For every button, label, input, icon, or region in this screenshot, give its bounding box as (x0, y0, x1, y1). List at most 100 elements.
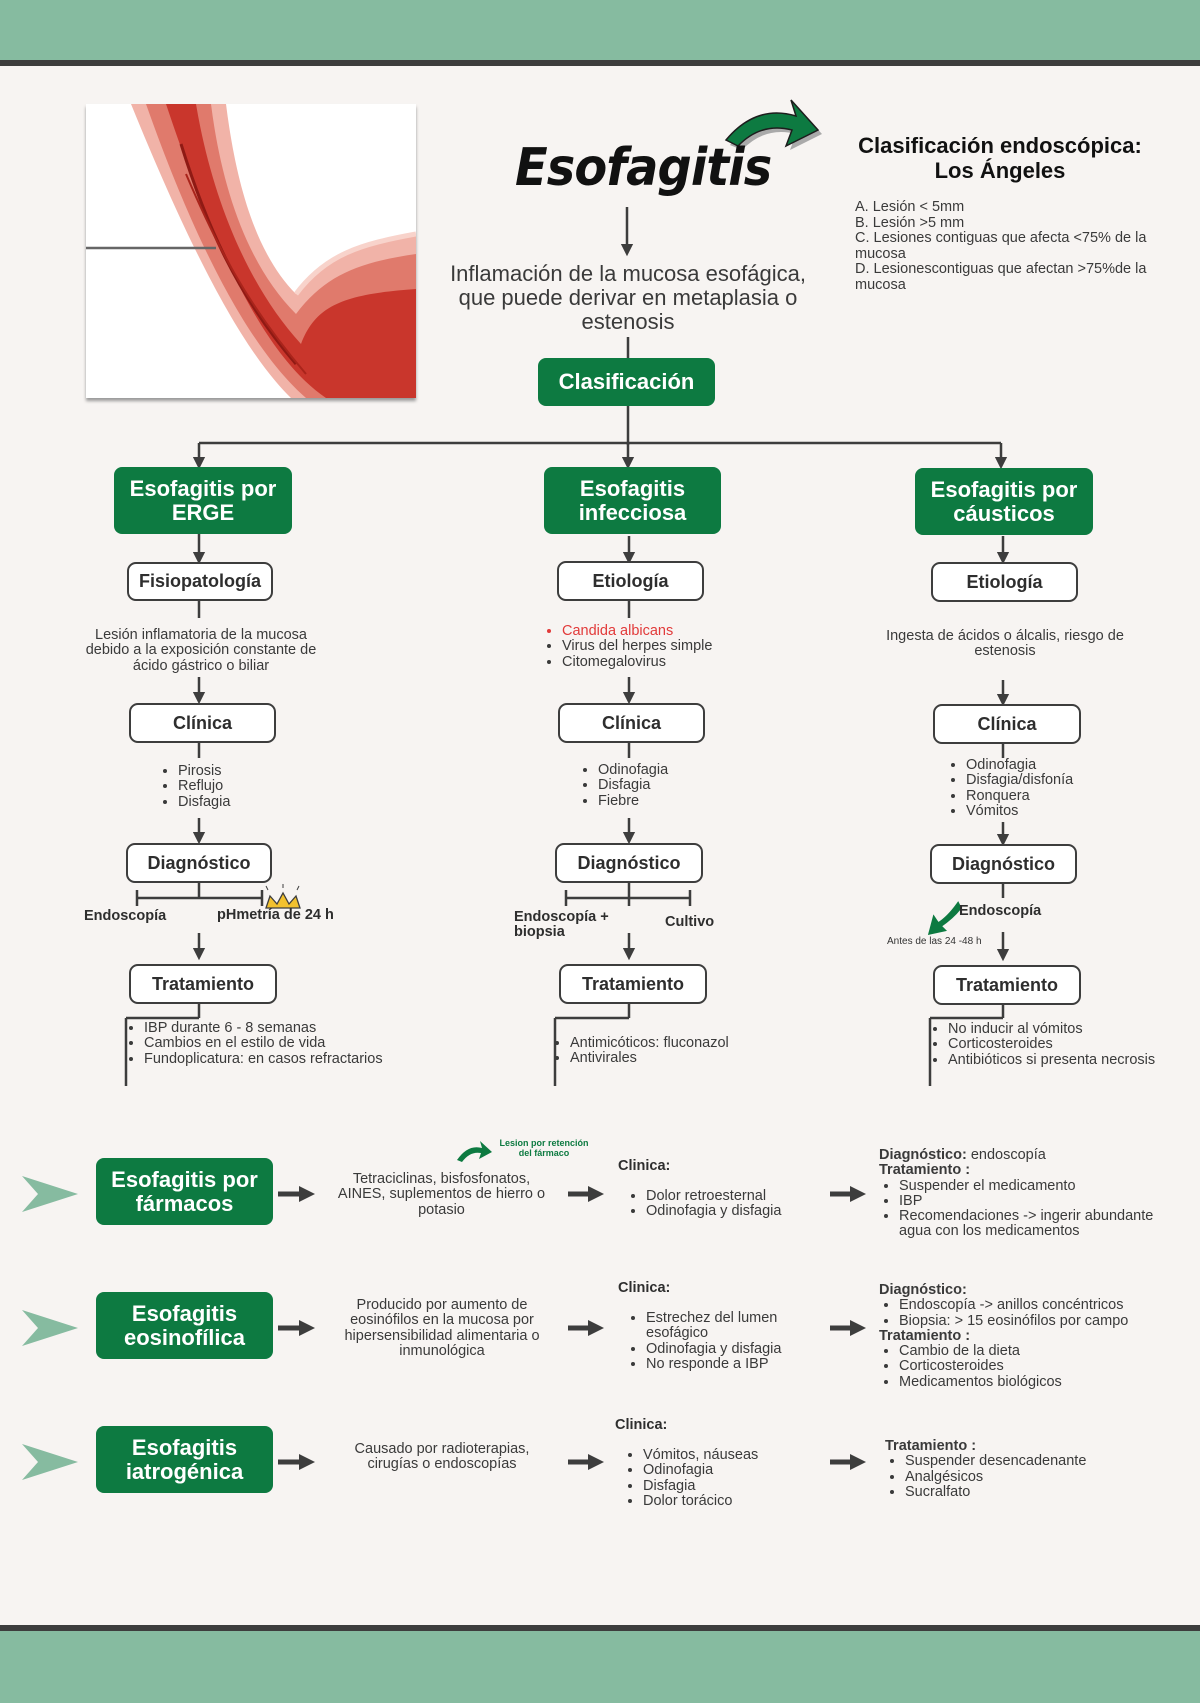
infecciosa-clinica-node: Clínica (558, 703, 705, 743)
iatrogenica-tx-item: Suspender desencadenante (905, 1453, 1175, 1469)
los-angeles-title-line1: Clasificación endoscópica: (858, 133, 1142, 158)
farmacos-node: Esofagitis por fármacos (96, 1158, 273, 1225)
eosinofilica-clinica-item: No responde a IBP (646, 1356, 836, 1372)
erge-fisiopatologia-node: Fisiopatología (127, 562, 273, 601)
erge-clinica-node: Clínica (129, 703, 276, 743)
curved-arrow-icon (724, 99, 822, 150)
farmacos-cause: Tetraciclinas, bisfosfonatos, AINES, sup… (337, 1171, 546, 1218)
erge-tratamiento-item: IBP durante 6 - 8 semanas (144, 1020, 384, 1036)
los-angeles-item: A. Lesión < 5mm (855, 199, 965, 215)
bottom-band (0, 1625, 1200, 1703)
eosinofilica-dx-item: Endoscopía -> anillos concéntricos (899, 1297, 1189, 1313)
eosinofilica-tx-item: Medicamentos biológicos (899, 1374, 1189, 1390)
farmacos-clinica-item: Odinofagia y disfagia (646, 1203, 846, 1219)
iatrogenica-clinica-item: Dolor torácico (643, 1493, 833, 1509)
causticos-tratamiento-node: Tratamiento (933, 965, 1081, 1005)
infecciosa-etiologia-list: Candida albicans Virus del herpes simple… (542, 623, 762, 670)
definition-text: Inflamación de la mucosa esofágica, que … (450, 261, 806, 334)
infecciosa-tratamiento-node: Tratamiento (559, 964, 707, 1004)
causticos-diagnostico-node: Diagnóstico (930, 844, 1077, 884)
infecciosa-clinica-item: Odinofagia (598, 762, 748, 778)
los-angeles-list: A. Lesión < 5mm B. Lesión >5 mm C. Lesio… (855, 199, 1190, 293)
erge-clinica-item: Reflujo (178, 778, 328, 794)
erge-clinica-item: Pirosis (178, 763, 328, 779)
iatrogenica-tx-list: Suspender desencadenante Analgésicos Suc… (885, 1453, 1175, 1500)
pointer-arrows (22, 1176, 78, 1480)
iatrogenica-tx-item: Analgésicos (905, 1469, 1175, 1485)
erge-dx-endoscopia: Endoscopía (84, 908, 167, 924)
iatrogenica-tx: Tratamiento : Suspender desencadenante A… (885, 1438, 1175, 1500)
causticos-etiologia-text: Ingesta de ácidos o álcalis, riesgo de e… (886, 628, 1124, 660)
eosinofilica-clinica-label: Clinica: (618, 1280, 671, 1296)
erge-tratamiento-node: Tratamiento (129, 964, 277, 1004)
causticos-clinica-list: Odinofagia Disfagia/disfonía Ronquera Vó… (946, 757, 1136, 819)
iatrogenica-node: Esofagitis iatrogénica (96, 1426, 273, 1493)
infecciosa-tratamiento-list: Antimicóticos: fluconazol Antivirales (550, 1035, 820, 1067)
eosinofilica-tx-list: Cambio de la dieta Corticosteroides Medi… (879, 1343, 1189, 1390)
erge-clinica-item: Disfagia (178, 794, 328, 810)
farmacos-dx-tx: Diagnóstico: endoscopía Tratamiento : Su… (879, 1147, 1189, 1240)
infecciosa-dx-cultivo: Cultivo (665, 914, 715, 930)
infecciosa-etiologia-item: Virus del herpes simple (562, 638, 762, 654)
iatrogenica-tx-item: Sucralfato (905, 1484, 1175, 1500)
infecciosa-node: Esofagitis infecciosa (544, 467, 721, 534)
page-title: Esofagitis (515, 138, 772, 198)
eosinofilica-dx-tx: Diagnóstico: Endoscopía -> anillos concé… (879, 1282, 1189, 1390)
los-angeles-title-line2: Los Ángeles (934, 158, 1066, 183)
infecciosa-etiologia-node: Etiología (557, 561, 704, 601)
erge-tratamiento-list: IBP durante 6 - 8 semanas Cambios en el … (124, 1020, 384, 1067)
causticos-tratamiento-list: No inducir al vómitos Corticosteroides A… (928, 1021, 1188, 1068)
iatrogenica-clinica-item: Vómitos, náuseas (643, 1447, 833, 1463)
iatrogenica-cause: Causado por radioterapias, cirugías o en… (354, 1441, 530, 1473)
los-angeles-item: D. Lesionescontiguas que afectan >75%de … (855, 261, 1147, 293)
causticos-dx-endoscopia: Endoscopía (959, 903, 1042, 919)
erge-tratamiento-item: Fundoplicatura: en casos refractarios (144, 1051, 384, 1067)
infecciosa-dx-endoscopia-biopsia: Endoscopía + biopsia (514, 909, 609, 940)
infecciosa-diagnostico-node: Diagnóstico (555, 843, 703, 883)
top-band (0, 0, 1200, 66)
iatrogenica-clinica-item: Odinofagia (643, 1462, 833, 1478)
causticos-node: Esofagitis por cáusticos (915, 468, 1093, 535)
causticos-tratamiento-item: Antibióticos si presenta necrosis (948, 1052, 1188, 1068)
infecciosa-clinica-item: Fiebre (598, 793, 748, 809)
erge-diagnostico-node: Diagnóstico (126, 843, 272, 883)
causticos-clinica-item: Disfagia/disfonía (966, 772, 1136, 788)
farmacos-tx-item: Suspender el medicamento (899, 1178, 1189, 1194)
causticos-tratamiento-item: Corticosteroides (948, 1036, 1188, 1052)
infecciosa-etiologia-item: Citomegalovirus (562, 654, 762, 670)
eosinofilica-tx-item: Corticosteroides (899, 1359, 1189, 1375)
erge-fisiopatologia-text: Lesión inflamatoria de la mucosa debido … (85, 627, 317, 674)
eosinofilica-clinica-item: Estrechez del lumen esofágico (646, 1310, 836, 1342)
eosinofilica-tx-label: Tratamiento : (879, 1327, 971, 1344)
farmacos-clinica-item: Dolor retroesternal (646, 1188, 846, 1204)
eosinofilica-tx-item: Cambio de la dieta (899, 1343, 1189, 1359)
farmacos-note: Lesion por retención del fármaco (499, 1138, 589, 1158)
infecciosa-etiologia-item: Candida albicans (562, 623, 762, 639)
infecciosa-tratamiento-item: Antivirales (570, 1050, 820, 1066)
erge-clinica-list: Pirosis Reflujo Disfagia (158, 763, 328, 810)
los-angeles-item: B. Lesión >5 mm (855, 214, 965, 231)
infecciosa-clinica-list: Odinofagia Disfagia Fiebre (578, 762, 748, 809)
causticos-clinica-item: Odinofagia (966, 757, 1136, 773)
farmacos-dx-line: Diagnóstico: endoscopía (879, 1147, 1189, 1163)
farmacos-dx-value: endoscopía (966, 1147, 1046, 1163)
erge-node: Esofagitis por ERGE (114, 467, 292, 534)
causticos-etiologia-node: Etiología (931, 562, 1078, 602)
eosinofilica-dx-item: Biopsia: > 15 eosinófilos por campo (899, 1313, 1189, 1329)
los-angeles-item: C. Lesiones contiguas que afecta <75% de… (855, 230, 1147, 262)
causticos-clinica-item: Ronquera (966, 788, 1136, 804)
farmacos-clinica-label: Clinica: (618, 1158, 671, 1174)
causticos-tratamiento-item: No inducir al vómitos (948, 1021, 1188, 1037)
eosinofilica-node: Esofagitis eosinofílica (96, 1292, 273, 1359)
causticos-clinica-node: Clínica (933, 704, 1081, 744)
iatrogenica-clinica-item: Disfagia (643, 1478, 833, 1494)
clasificacion-node: Clasificación (538, 358, 715, 406)
farmacos-tx-label: Tratamiento : (879, 1162, 971, 1179)
iatrogenica-clinica-list: Vómitos, náuseas Odinofagia Disfagia Dol… (623, 1447, 833, 1509)
farmacos-dx-label: Diagnóstico: (879, 1147, 967, 1163)
iatrogenica-clinica-label: Clinica: (615, 1417, 668, 1433)
crown-icon (265, 884, 301, 909)
farmacos-tx-list: Suspender el medicamento IBP Recomendaci… (879, 1178, 1189, 1240)
causticos-clinica-item: Vómitos (966, 803, 1136, 819)
